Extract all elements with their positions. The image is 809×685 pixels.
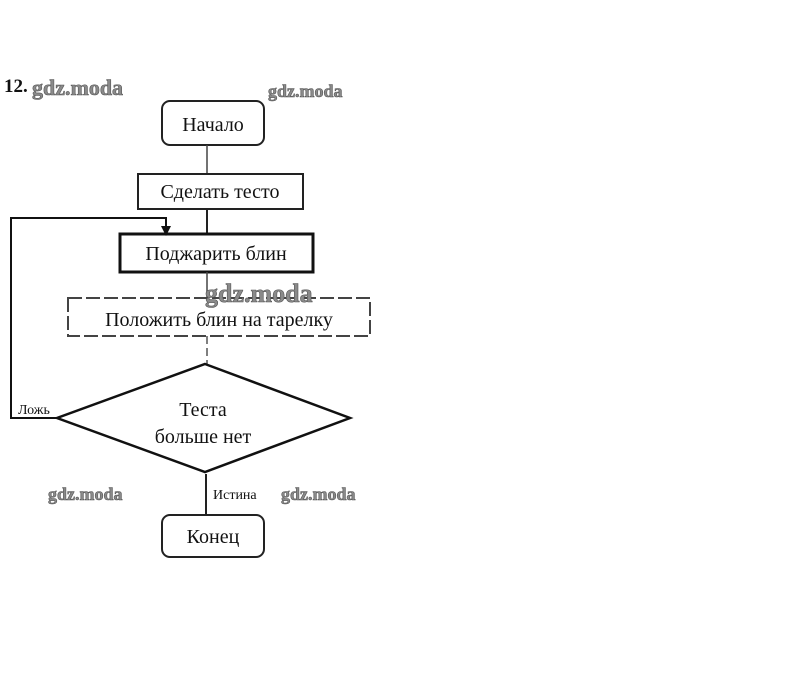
step3-label: Положить блин на тарелку (105, 309, 333, 331)
watermark: gdz.moda (205, 279, 313, 308)
process-make-dough (137, 173, 304, 210)
step2-label: Поджарить блин (145, 243, 287, 265)
end-label: Конец (187, 526, 240, 548)
watermark: gdz.moda (281, 484, 356, 504)
watermark: gdz.moda (268, 81, 343, 101)
process-put-on-plate (67, 297, 371, 337)
decision-line1: Теста (179, 399, 227, 421)
false-label: Ложь (18, 403, 50, 418)
arrowhead-icon (161, 226, 171, 236)
process-fry-pancake (118, 232, 315, 274)
start-terminal (161, 100, 265, 146)
true-label: Истина (213, 488, 257, 503)
problem-number: 12. (4, 76, 28, 97)
start-label: Начало (182, 114, 244, 136)
false-loop-connector (10, 217, 167, 419)
step1-label: Сделать тесто (160, 181, 279, 203)
decision-no-more-dough (53, 362, 354, 474)
decision-line2: больше нет (155, 426, 252, 448)
watermark: gdz.moda (32, 75, 123, 100)
end-terminal (161, 514, 265, 558)
watermark: gdz.moda (48, 484, 123, 504)
